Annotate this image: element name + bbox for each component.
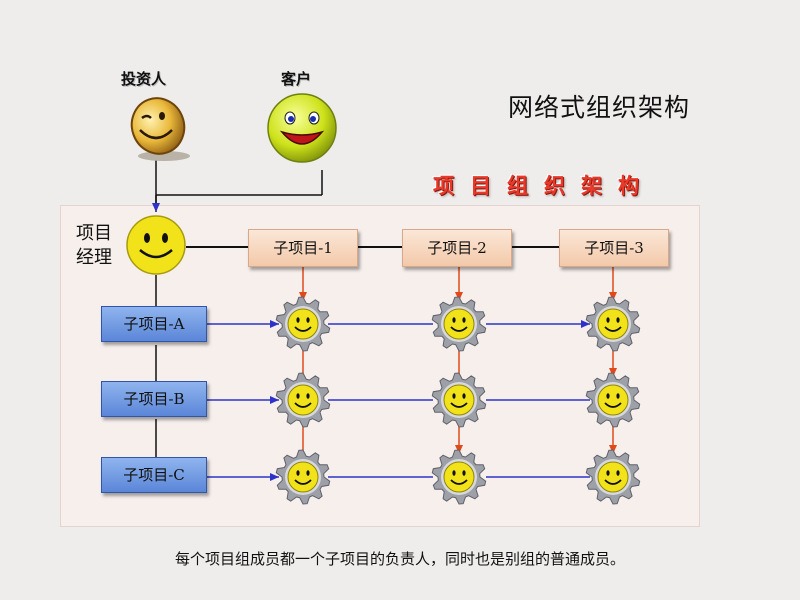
member-a-2-icon	[431, 296, 487, 352]
member-b-1-icon	[275, 372, 331, 428]
subproject-a-box: 子项目-A	[101, 306, 207, 342]
customer-icon	[267, 93, 337, 163]
subproject-3-box: 子项目-3	[559, 229, 669, 267]
org-banner: 项目组织架构	[433, 174, 655, 198]
member-a-3-icon	[585, 296, 641, 352]
subproject-c-box: 子项目-C	[101, 457, 207, 493]
member-c-3-icon	[585, 449, 641, 505]
subproject-1-box: 子项目-1	[248, 229, 358, 267]
project-manager-label: 项目经理	[76, 223, 112, 268]
member-c-2-icon	[431, 449, 487, 505]
member-a-1-icon	[275, 296, 331, 352]
diagram-title: 网络式组织架构	[508, 93, 691, 122]
investor-label: 投资人	[121, 70, 167, 88]
subproject-2-box: 子项目-2	[402, 229, 512, 267]
member-b-3-icon	[585, 372, 641, 428]
member-c-1-icon	[275, 449, 331, 505]
subproject-b-box: 子项目-B	[101, 381, 207, 417]
investor-icon	[130, 97, 190, 161]
member-b-2-icon	[431, 372, 487, 428]
project-manager-icon	[126, 215, 186, 275]
diagram-caption: 每个项目组成员都一个子项目的负责人，同时也是别组的普通成员。	[174, 550, 625, 568]
customer-label: 客户	[281, 70, 312, 88]
